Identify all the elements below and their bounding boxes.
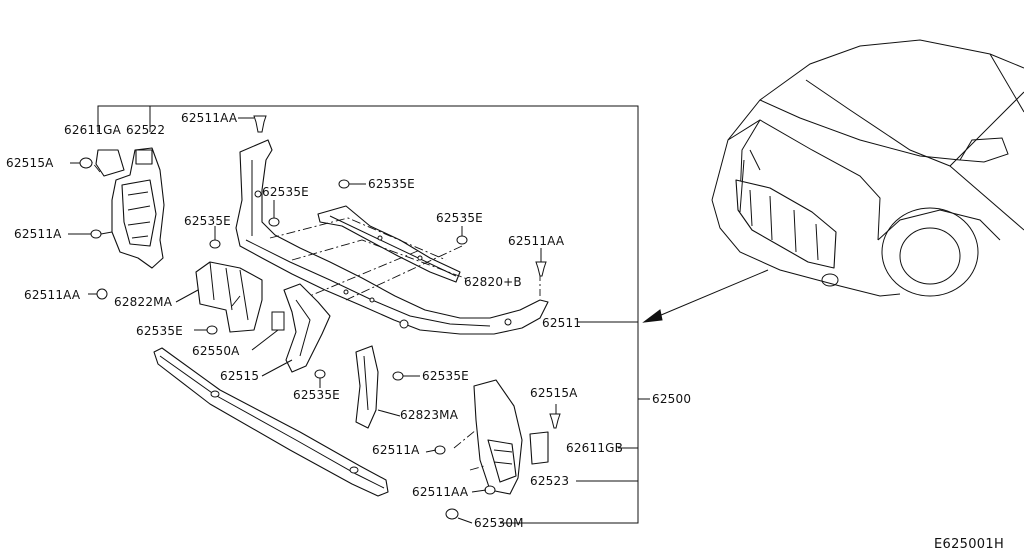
fastener-62535E-7	[392, 371, 420, 381]
air-guide-62823MA	[355, 345, 379, 429]
label-62515A-right: 62515A	[530, 386, 578, 400]
lower-member-62530M	[153, 347, 389, 497]
label-62511A-left: 62511A	[14, 227, 62, 241]
label-62500: 62500	[652, 392, 691, 406]
bracket-62611GB	[529, 431, 549, 465]
fastener-62515A-right	[549, 413, 561, 429]
center-stay-62515	[283, 283, 331, 373]
fastener-62511AA-bottom	[484, 485, 496, 495]
fastener-62511A-right	[434, 445, 446, 455]
fastener-62511AA-top	[238, 115, 267, 133]
label-62511AA-bottom: 62511AA	[412, 485, 469, 499]
label-62611GA: 62611GA	[64, 123, 122, 137]
label-62535E-3: 62535E	[436, 211, 483, 225]
assembly-bracket-62500	[97, 105, 650, 524]
label-62535E-4: 62535E	[184, 214, 231, 228]
fastener-62511AA-right	[535, 248, 547, 277]
label-62611GB: 62611GB	[566, 441, 623, 455]
label-62511AA-left: 62511AA	[24, 288, 81, 302]
label-62535E-1: 62535E	[368, 177, 415, 191]
fastener-62535E-2	[268, 200, 280, 227]
fastener-62515A-left	[70, 157, 93, 169]
label-62511A-right: 62511A	[372, 443, 420, 457]
label-62820B: 62820+B	[464, 275, 522, 289]
label-62522: 62522	[126, 123, 165, 137]
side-bracket-62522	[91, 147, 165, 269]
fastener-62535E-3	[456, 226, 468, 245]
label-62535E-7: 62535E	[422, 369, 469, 383]
label-62511AA-right: 62511AA	[508, 234, 565, 248]
fastener-62535E-6	[314, 369, 326, 388]
label-62523: 62523	[530, 474, 569, 488]
label-62535E-6: 62535E	[293, 388, 340, 402]
part-labels: 62611GA 62522 62511AA 62515A 62535E 6253…	[6, 111, 1004, 552]
label-62515A-left: 62515A	[6, 156, 54, 170]
fastener-62535E-1	[338, 179, 366, 189]
side-bracket-62523	[453, 379, 523, 495]
fastener-62550A	[251, 311, 285, 351]
fastener-62511A-left	[68, 229, 113, 239]
diagram-code: E625001H	[934, 537, 1004, 552]
label-62550A: 62550A	[192, 344, 240, 358]
air-guide-62822MA	[195, 261, 263, 333]
label-62530M: 62530M	[474, 516, 524, 530]
leader-lines	[175, 289, 557, 493]
pointer-arrow	[642, 269, 769, 323]
label-62515: 62515	[220, 369, 259, 383]
fastener-62535E-5	[194, 325, 218, 335]
fastener-62535E-4	[209, 226, 221, 249]
label-62822MA: 62822MA	[114, 295, 173, 309]
core-support-upper-62511	[235, 139, 549, 335]
label-62535E-5: 62535E	[136, 324, 183, 338]
vehicle-illustration	[711, 39, 1024, 297]
dash-lines-upper	[269, 217, 541, 301]
label-62511AA-top: 62511AA	[181, 111, 238, 125]
label-62823MA: 62823MA	[400, 408, 459, 422]
fastener-62530M	[445, 508, 473, 524]
label-62535E-2: 62535E	[262, 185, 309, 199]
fastener-62511AA-left	[88, 288, 108, 300]
label-62511: 62511	[542, 316, 581, 330]
